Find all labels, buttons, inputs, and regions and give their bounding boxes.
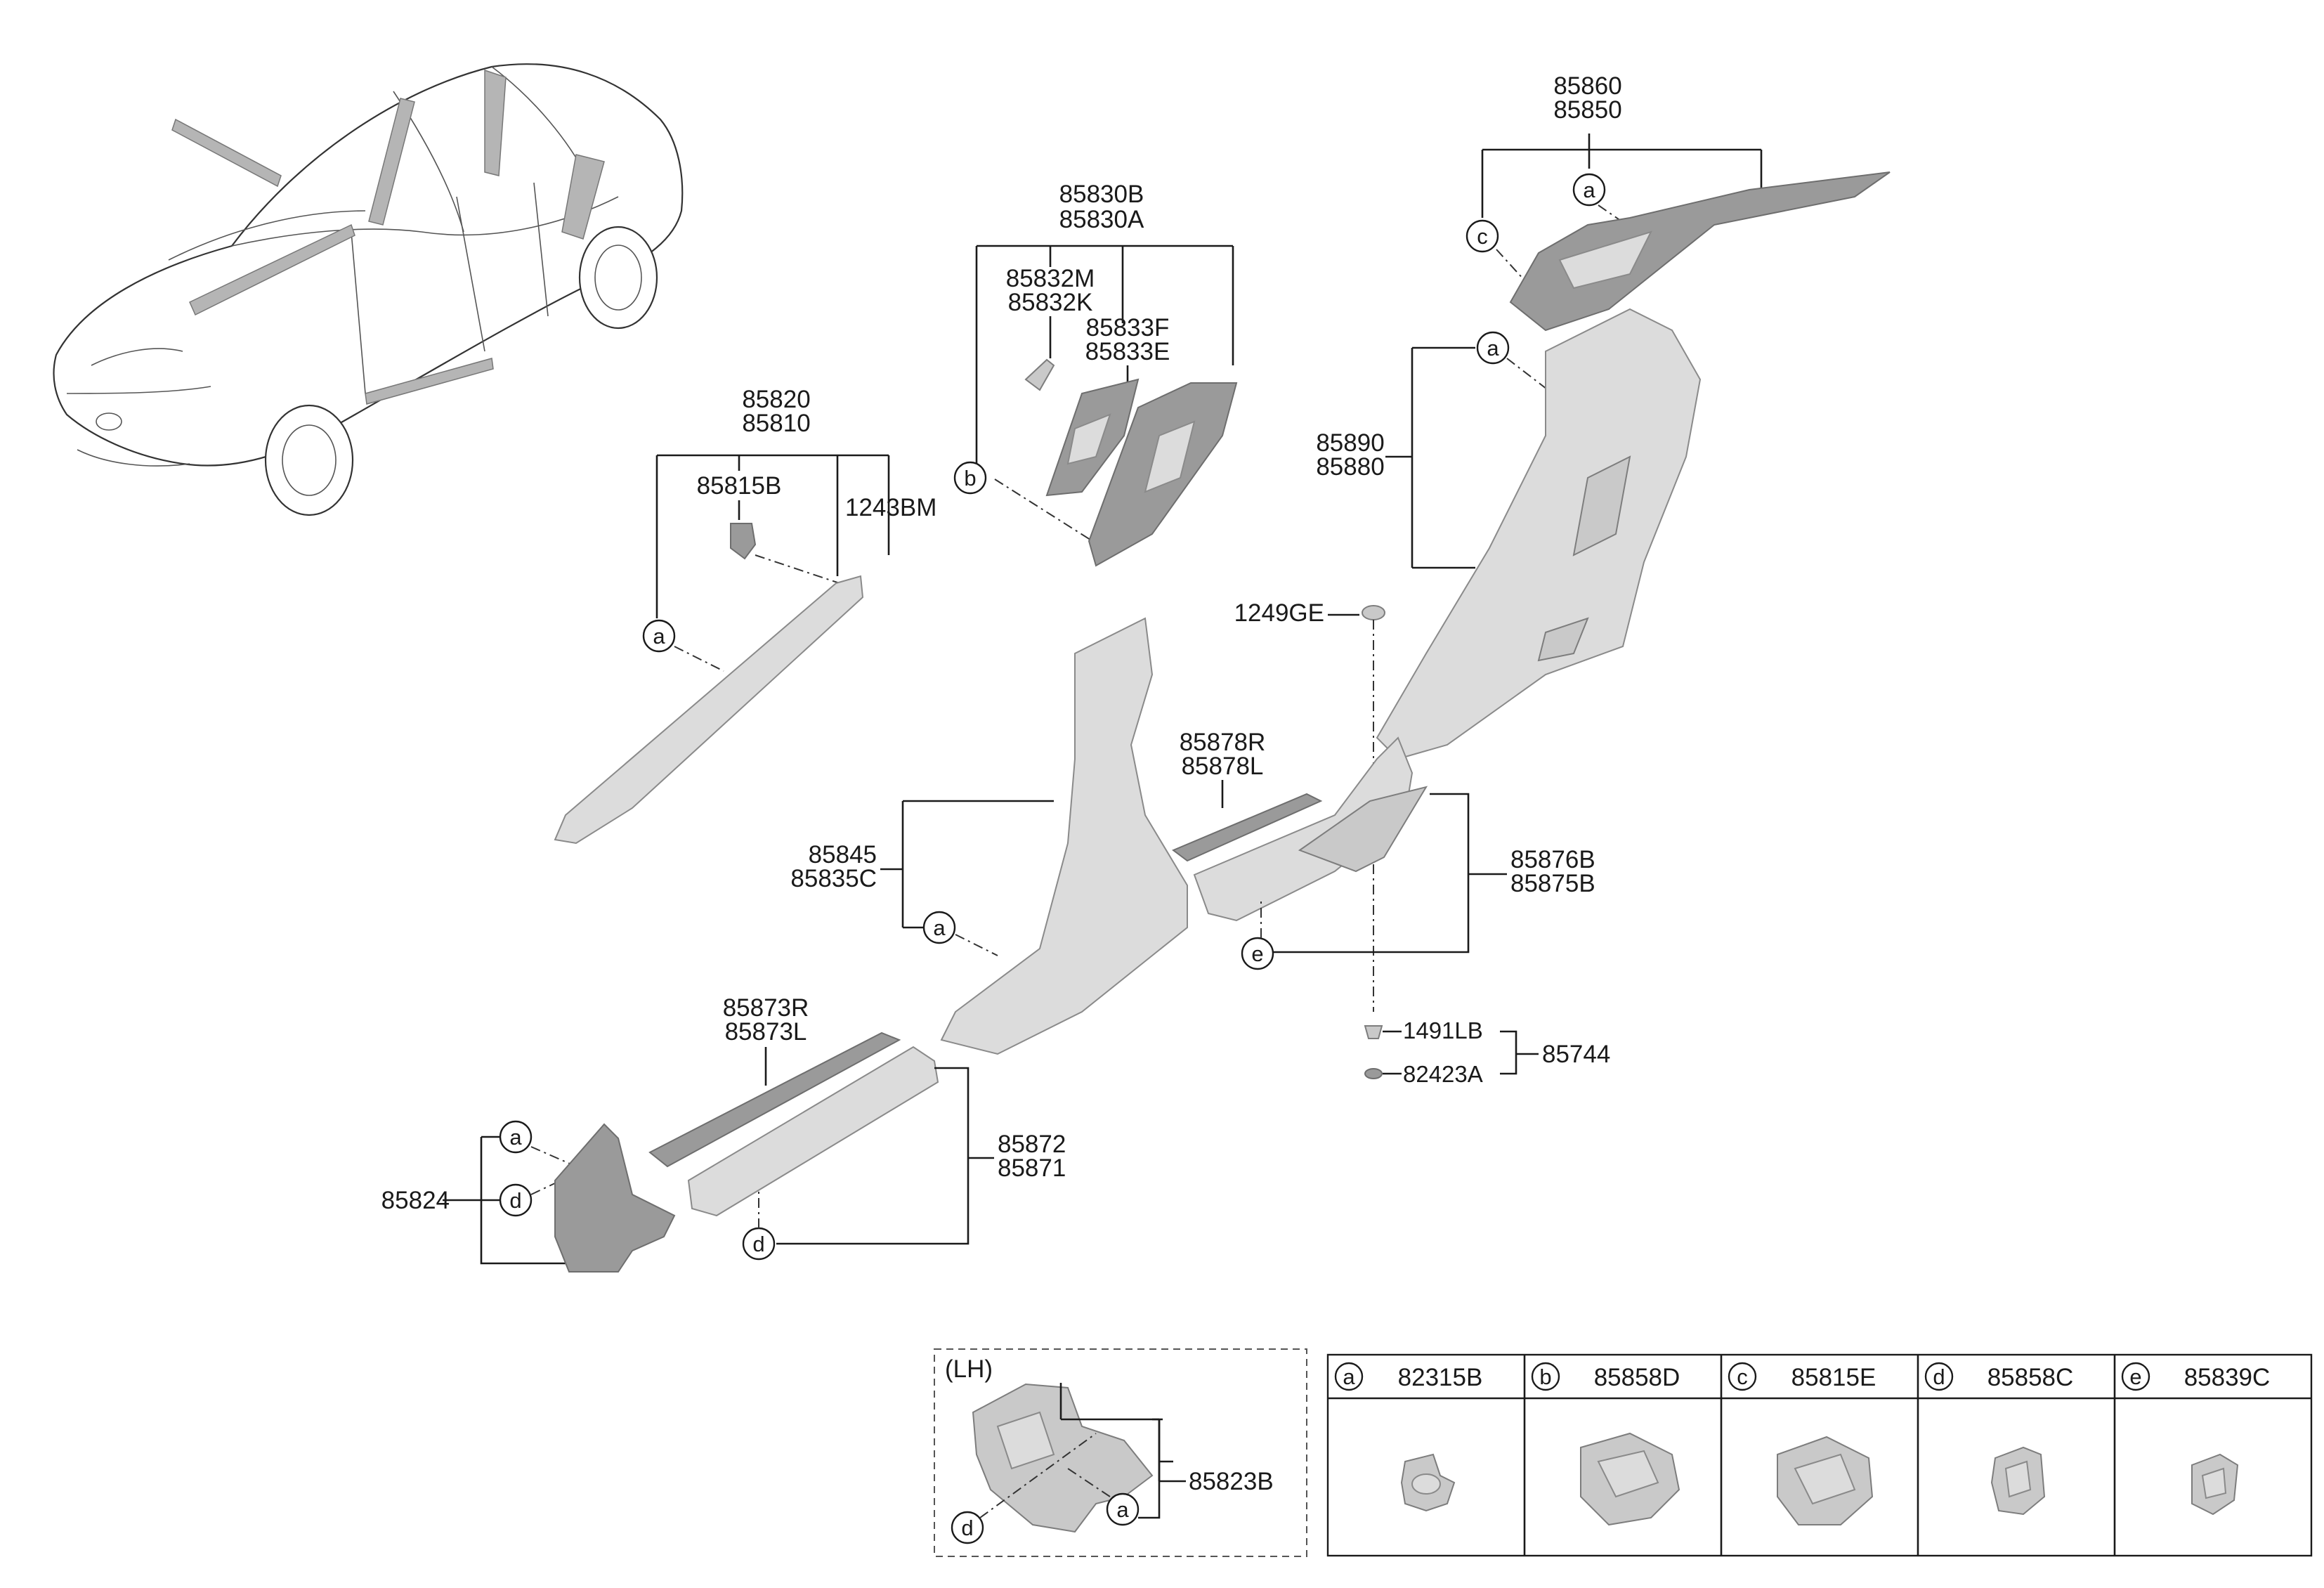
label-85850: 85850	[1553, 96, 1621, 124]
label-85845: 85845	[809, 841, 877, 868]
label-85876B: 85876B	[1510, 846, 1595, 873]
legend-e-part: 85839C	[2184, 1364, 2271, 1391]
svg-text:a: a	[509, 1125, 522, 1150]
group-85873: 85873R 85873L 85872 85871 d	[648, 994, 1066, 1261]
part-1491LB-screw	[1364, 1025, 1383, 1039]
label-85878L: 85878L	[1182, 753, 1264, 780]
group-85744: 1491LB 82423A 85744	[1364, 1017, 1610, 1087]
label-85880: 85880	[1316, 453, 1384, 481]
legend-e-circle	[2121, 1362, 2150, 1391]
label-1249GE: 1249GE	[1234, 599, 1324, 627]
label-85873R: 85873R	[723, 994, 809, 1022]
callout-d-lh	[951, 1511, 984, 1544]
group-85830: 85830B 85830A 85832M 85832K 85833F 85833…	[953, 181, 1238, 567]
label-1243BM: 1243BM	[845, 494, 936, 521]
callout-a-85820	[642, 619, 676, 653]
label-1491LB: 1491LB	[1403, 1017, 1483, 1043]
part-85815B-clip	[730, 523, 757, 560]
part-85890-quarter-trim	[1376, 308, 1702, 760]
svg-text:a: a	[1583, 178, 1595, 202]
callout-b-letter: b	[964, 466, 976, 490]
group-1249GE: 1249GE	[1234, 599, 1385, 1012]
part-85820-a-pillar	[554, 575, 864, 845]
part-85876-bracket	[1298, 786, 1428, 873]
label-85744: 85744	[1542, 1041, 1610, 1068]
label-85830A: 85830A	[1059, 206, 1144, 233]
label-85810: 85810	[742, 410, 810, 437]
part-85878-scuff-plate	[1172, 793, 1323, 862]
fastener-legend-table: a 82315B b 85858D c 85815E d 85858C e 85…	[1326, 1353, 2313, 1557]
label-85890: 85890	[1316, 429, 1384, 457]
group-85890: 85890 85880 a	[1316, 308, 1702, 760]
svg-text:a: a	[1116, 1497, 1129, 1522]
group-85820: 85820 85810 85815B 1243BM a	[554, 386, 936, 845]
part-82423A-nut	[1364, 1068, 1383, 1079]
legend-e-key: e	[2129, 1365, 2141, 1389]
label-85860: 85860	[1553, 72, 1621, 100]
label-85832K: 85832K	[1008, 289, 1093, 316]
label-85832M: 85832M	[1006, 265, 1095, 292]
label-85835C: 85835C	[790, 865, 877, 892]
callout-d-85824	[499, 1183, 533, 1217]
part-85860-trim	[1509, 171, 1891, 332]
legend-a-circle	[1334, 1362, 1364, 1391]
group-85860: 85860 85850 a c	[1465, 72, 1891, 332]
callout-b	[953, 461, 987, 495]
part-85824-cowl-side	[554, 1123, 676, 1273]
svg-text:a: a	[1487, 336, 1499, 360]
part-85845-b-pillar-lower	[940, 617, 1188, 1055]
part-85873-scuff-plate	[648, 1031, 901, 1168]
callout-a-85860	[1572, 173, 1606, 207]
legend-c-key: c	[1737, 1365, 1748, 1389]
legend-c-part: 85815E	[1791, 1364, 1876, 1391]
part-85832-garnish	[1024, 358, 1055, 391]
legend-b-circle	[1531, 1362, 1560, 1391]
lh-detail-box: (LH) 85823B a d	[934, 1348, 1307, 1557]
callout-a-lh	[1106, 1492, 1140, 1526]
label-85830B: 85830B	[1059, 181, 1144, 208]
label-85815B: 85815B	[697, 472, 782, 500]
label-85820: 85820	[742, 386, 810, 413]
group-85824: 85824 a d	[381, 1120, 676, 1273]
label-85872: 85872	[998, 1131, 1066, 1158]
group-85876: 85876B 85875B e	[1193, 736, 1595, 970]
label-85833F: 85833F	[1086, 314, 1170, 341]
part-1249GE-clip	[1362, 605, 1385, 620]
label-85878R: 85878R	[1180, 729, 1266, 756]
callout-a-85890	[1476, 331, 1510, 365]
svg-text:d: d	[961, 1516, 973, 1540]
legend-b-key: b	[1539, 1365, 1551, 1389]
legend-a-key: a	[1343, 1365, 1355, 1389]
label-82423A: 82423A	[1403, 1061, 1483, 1087]
callout-a-letter: a	[653, 624, 665, 649]
callout-e-letter: e	[1251, 942, 1263, 966]
callout-a-85824	[499, 1120, 533, 1154]
svg-text:d: d	[509, 1188, 521, 1213]
callout-d-letter: d	[752, 1232, 764, 1256]
lh-box-title: (LH)	[945, 1355, 993, 1383]
legend-d-key: d	[1933, 1365, 1945, 1389]
legend-d-part: 85858C	[1987, 1364, 2074, 1391]
group-85845: 85845 85835C a	[790, 617, 1188, 1055]
legend-a-part: 82315B	[1398, 1364, 1483, 1391]
label-85871: 85871	[998, 1154, 1066, 1182]
label-85875B: 85875B	[1510, 870, 1595, 897]
label-85873L: 85873L	[725, 1018, 807, 1046]
label-85823B: 85823B	[1189, 1468, 1274, 1495]
callout-a-85845	[922, 911, 956, 944]
vehicle-overview-illustration	[53, 63, 684, 516]
label-85833E: 85833E	[1085, 338, 1170, 365]
svg-text:a: a	[933, 916, 946, 940]
group-85878: 85878R 85878L	[1172, 729, 1323, 862]
legend-c-circle	[1728, 1362, 1757, 1391]
callout-e	[1241, 937, 1274, 970]
callout-c-letter: c	[1477, 224, 1488, 249]
label-85824: 85824	[381, 1187, 450, 1214]
part-85872-front-sill	[687, 1046, 939, 1217]
legend-d-circle	[1924, 1362, 1954, 1391]
legend-b-part: 85858D	[1594, 1364, 1680, 1391]
callout-c	[1465, 219, 1499, 253]
